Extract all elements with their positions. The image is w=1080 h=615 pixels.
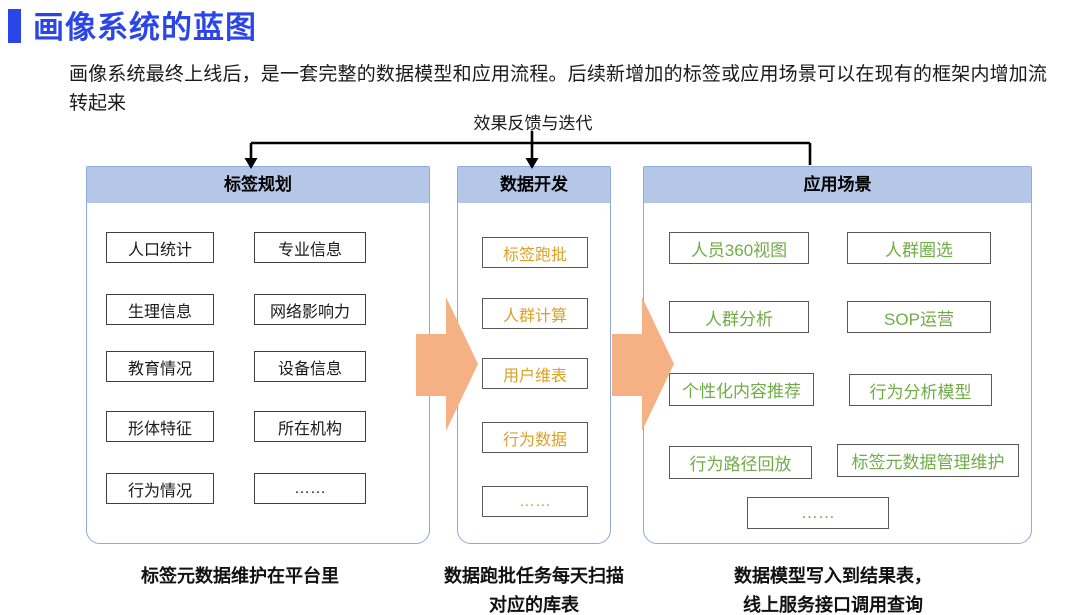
tag-box: 设备信息 [254, 351, 366, 382]
tag-box: 教育情况 [106, 351, 214, 382]
page-title: 画像系统的蓝图 [33, 10, 257, 45]
tag-box: 人口统计 [106, 232, 214, 263]
tag-box: 个性化内容推荐 [669, 373, 814, 406]
tag-box: 行为数据 [482, 422, 588, 453]
tag-box: 行为情况 [106, 473, 214, 504]
caption-line: 标签元数据维护在平台里 [141, 566, 339, 586]
panel-label-planning: 标签规划 人口统计 专业信息 生理信息 网络影响力 教育情况 设备信息 形体特征… [86, 166, 430, 544]
caption-line: 线上服务接口调用查询 [743, 595, 923, 615]
panel-label-planning-header: 标签规划 [87, 167, 429, 203]
feedback-bracket-lines [249, 131, 812, 165]
feedback-label: 效果反馈与迭代 [473, 114, 593, 133]
tag-box: 所在机构 [254, 411, 366, 442]
tag-box: 标签跑批 [482, 237, 588, 268]
tag-box: 用户维表 [482, 358, 588, 389]
tag-box: …… [254, 473, 366, 504]
title-accent-bar [8, 9, 21, 43]
panel-data-development-header: 数据开发 [458, 167, 610, 203]
caption-panel-3: 数据模型写入到结果表， 线上服务接口调用查询 [733, 562, 933, 615]
tag-box: 网络影响力 [254, 294, 366, 325]
tag-box: 生理信息 [106, 294, 214, 325]
tag-box: 标签元数据管理维护 [837, 444, 1019, 477]
intro-text: 画像系统最终上线后，是一套完整的数据模型和应用流程。后续新增加的标签或应用场景可… [69, 64, 1047, 114]
caption-line: 数据模型写入到结果表， [734, 566, 932, 586]
tag-box: …… [747, 497, 889, 529]
caption-panel-2: 数据跑批任务每天扫描 对应的库表 [434, 562, 634, 615]
tag-box: 人群计算 [482, 298, 588, 329]
tag-box: …… [482, 486, 588, 517]
tag-box: 行为路径回放 [669, 446, 812, 479]
tag-box: 专业信息 [254, 232, 366, 263]
tag-box: 行为分析模型 [849, 374, 992, 406]
caption-line: 数据跑批任务每天扫描 [444, 566, 624, 586]
panel-application-scenarios-header: 应用场景 [644, 167, 1031, 203]
tag-box: 人群圈选 [847, 232, 991, 264]
tag-box: 人员360视图 [669, 232, 809, 264]
panel-data-development: 数据开发 标签跑批 人群计算 用户维表 行为数据 …… [457, 166, 611, 544]
tag-box: 人群分析 [669, 301, 809, 333]
tag-box: SOP运营 [847, 301, 991, 333]
caption-line: 对应的库表 [489, 595, 579, 615]
tag-box: 形体特征 [106, 411, 214, 442]
caption-panel-1: 标签元数据维护在平台里 [70, 562, 410, 591]
panel-application-scenarios: 应用场景 人员360视图 人群圈选 人群分析 SOP运营 个性化内容推荐 行为分… [643, 166, 1032, 544]
